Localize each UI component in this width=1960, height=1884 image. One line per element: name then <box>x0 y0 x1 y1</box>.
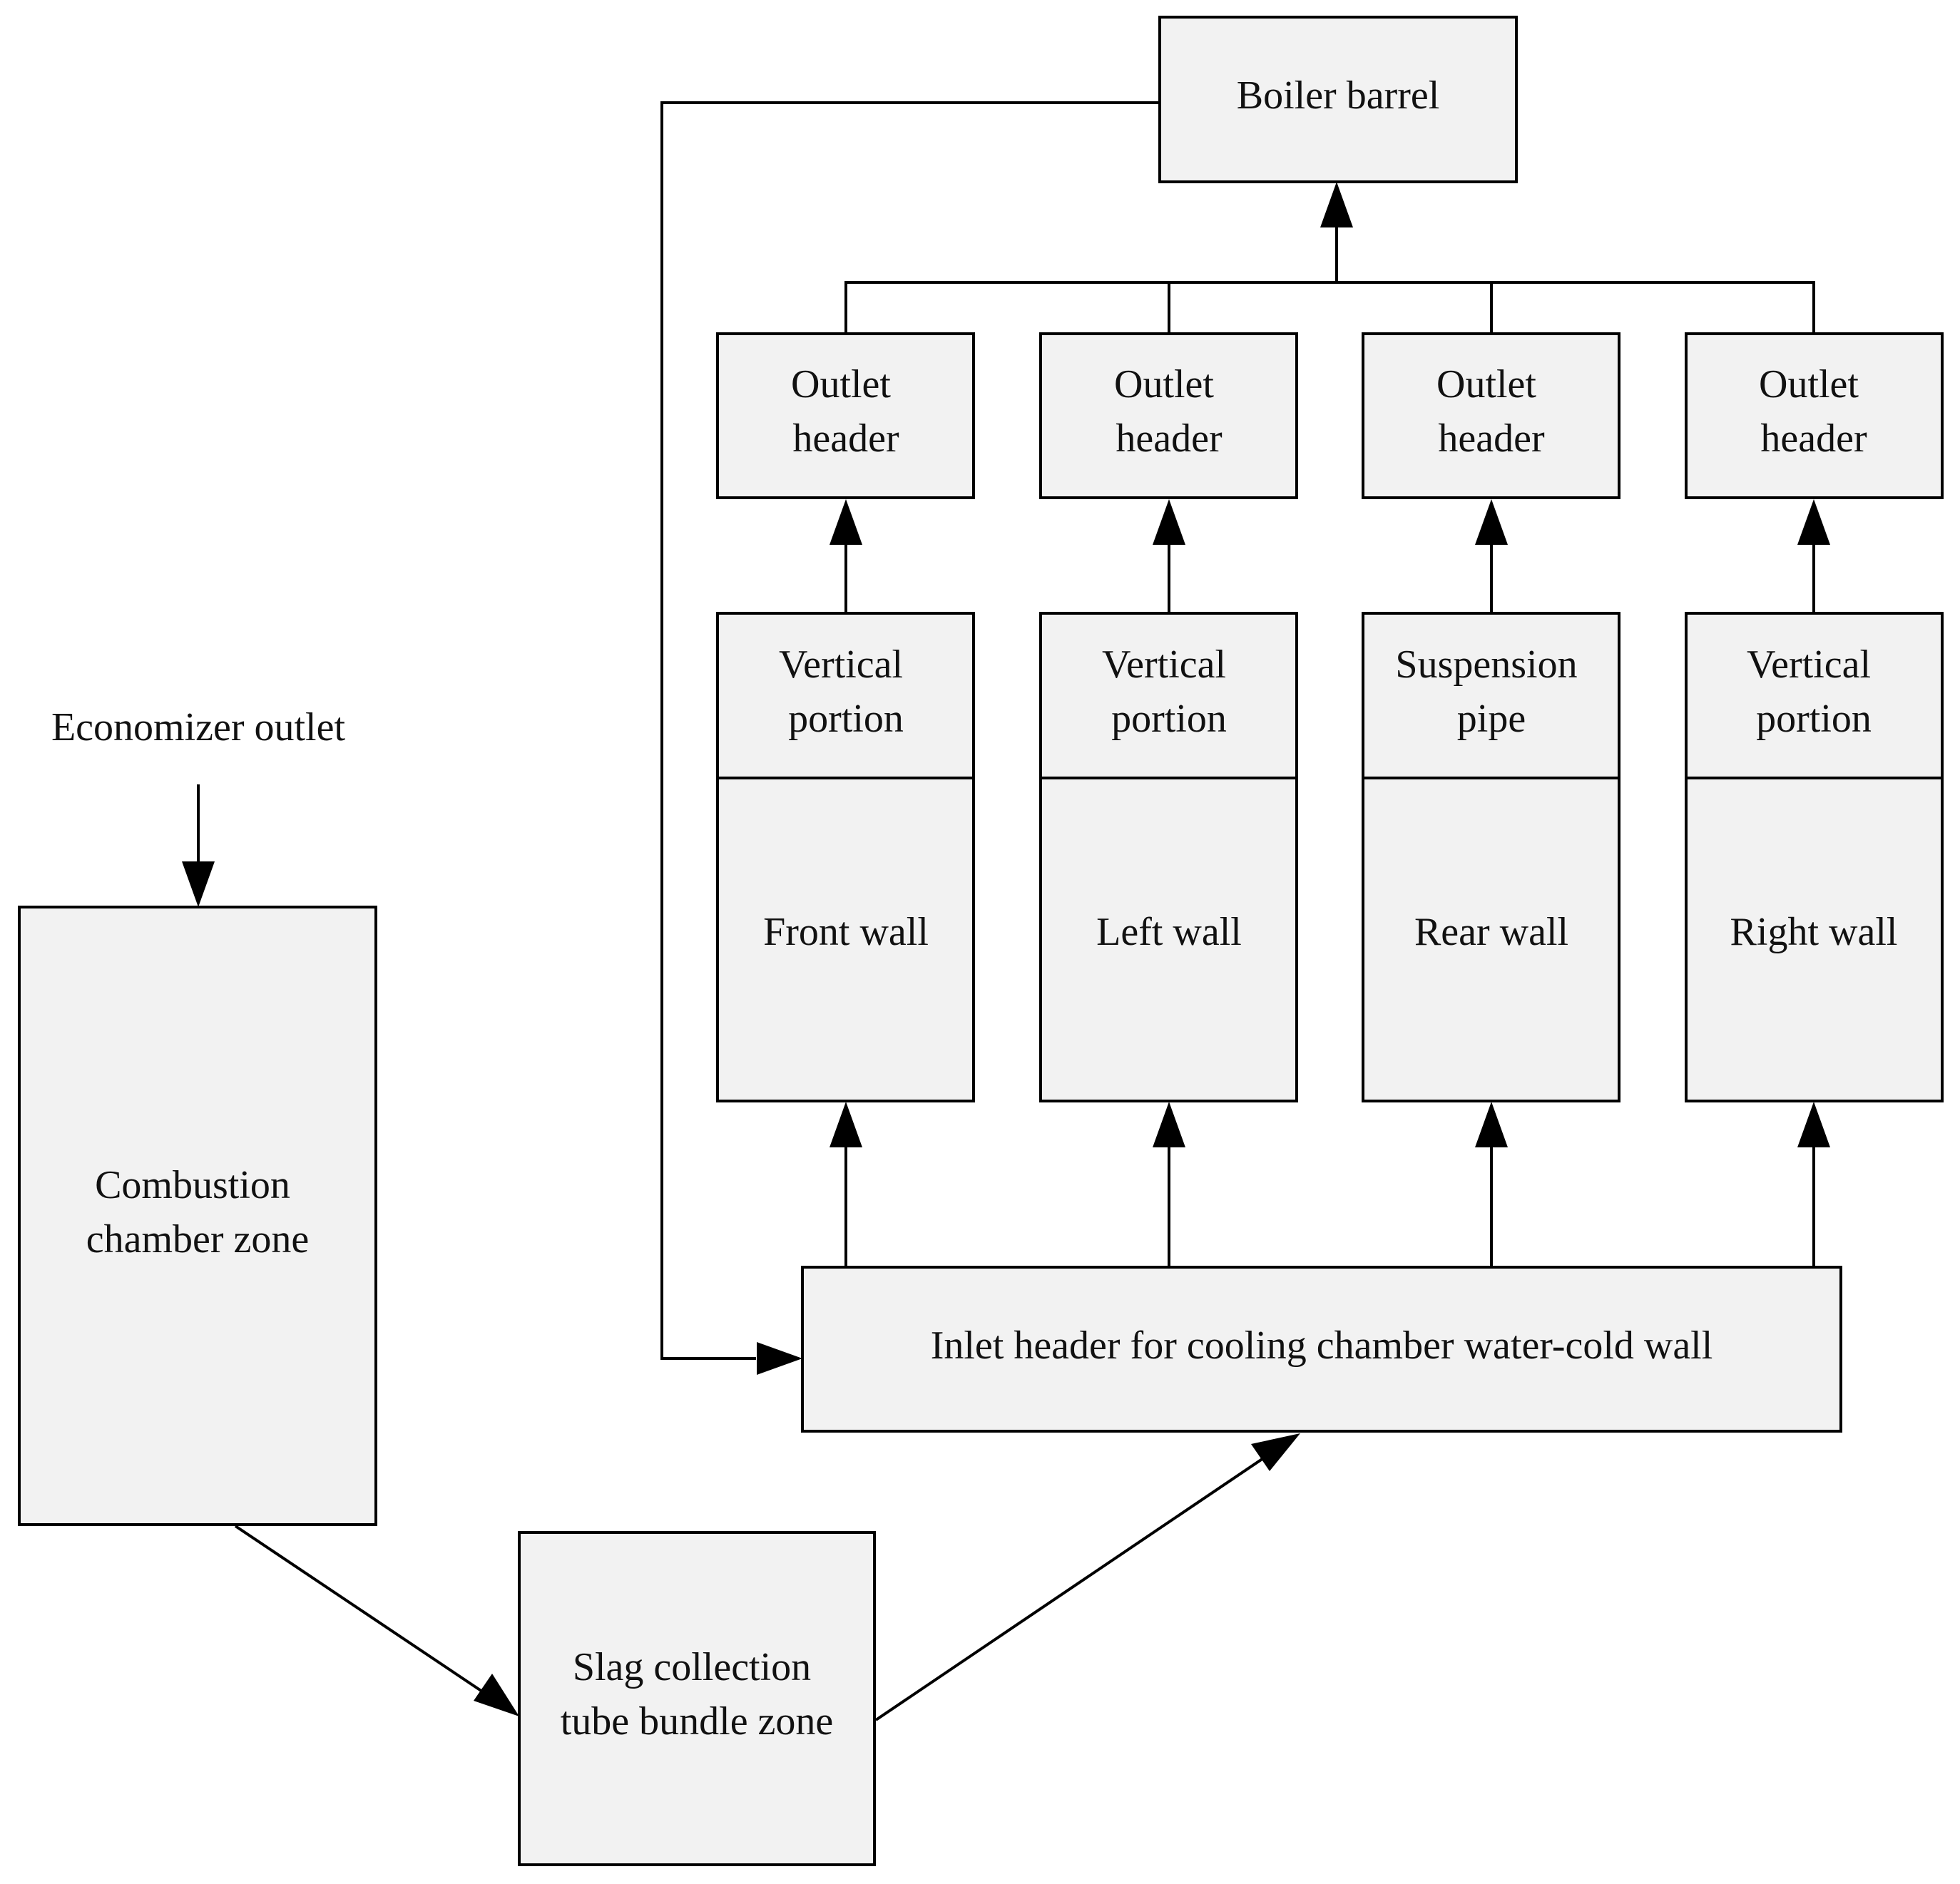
economizer-outlet-label: Economizer outlet <box>51 705 346 749</box>
outlet-header-box-2 <box>1039 332 1298 499</box>
inlet-to-wall-arrowhead-4 <box>1797 1102 1830 1147</box>
outlet-header-label-3-line-2: header <box>1438 416 1545 461</box>
upper-section-box-3 <box>1362 612 1620 779</box>
wall-box-1 <box>716 777 975 1102</box>
outlet-header-box-4 <box>1685 332 1944 499</box>
upper-section-label-3-line-2: pipe <box>1457 697 1526 741</box>
barrel-return-connector <box>660 101 1160 1360</box>
wall-label-4: Right wall <box>1730 910 1898 954</box>
outlet-header-label-2-line-2: header <box>1116 416 1223 461</box>
wall-to-outlet-arrowhead-4 <box>1797 499 1830 545</box>
outlet-manifold-connector <box>844 281 1815 334</box>
wall-label-2: Left wall <box>1096 910 1242 954</box>
manifold-to-barrel-arrowhead <box>1320 182 1353 227</box>
outlet-header-label-1-line-2: header <box>792 416 899 461</box>
boiler-barrel-label: Boiler barrel <box>1237 73 1440 118</box>
wall-box-4 <box>1685 777 1944 1102</box>
wall-box-2 <box>1039 777 1298 1102</box>
upper-section-label-4: Vertical portion <box>1747 642 1881 741</box>
upper-section-box-4 <box>1685 612 1944 779</box>
combustion-chamber-label-line-2: chamber zone <box>86 1217 309 1261</box>
combustion-to-slag-connector <box>234 1525 490 1697</box>
wall-label-3: Rear wall <box>1414 910 1568 954</box>
slag-collection-box <box>518 1531 876 1866</box>
slag-collection-label-line-1: Slag collection <box>573 1645 811 1689</box>
outlet-header-label-4: Outlet header <box>1759 362 1869 461</box>
slag-collection-label: Slag collection tube bundle zone <box>561 1645 834 1744</box>
inlet-to-wall-arrowhead-3 <box>1475 1102 1508 1147</box>
upper-section-box-1 <box>716 612 975 779</box>
wall-to-outlet-arrowhead-3 <box>1475 499 1508 545</box>
upper-section-label-1-line-2: portion <box>788 697 904 741</box>
inlet-header-label: Inlet header for cooling chamber water-c… <box>931 1324 1713 1368</box>
upper-section-label-3: Suspension pipe <box>1395 642 1587 741</box>
economizer-to-combustion-arrowhead <box>182 861 215 907</box>
combustion-chamber-box <box>18 906 377 1526</box>
upper-section-box-2 <box>1039 612 1298 779</box>
upper-section-label-2: Vertical portion <box>1102 642 1236 741</box>
combustion-chamber-label-line-1: Combustion <box>95 1163 290 1207</box>
upper-section-label-4-line-1: Vertical <box>1747 642 1871 687</box>
outlet-header-label-4-line-2: header <box>1760 416 1867 461</box>
upper-section-label-1-line-1: Vertical <box>779 642 903 687</box>
inlet-header-box <box>801 1266 1842 1433</box>
outlet-header-label-2: Outlet header <box>1114 362 1224 461</box>
upper-section-label-2-line-1: Vertical <box>1102 642 1226 687</box>
barrel-return-arrowhead <box>757 1342 802 1375</box>
slag-collection-label-line-2: tube bundle zone <box>561 1699 834 1744</box>
outlet-header-label-4-line-1: Outlet <box>1759 362 1859 406</box>
outlet-header-label-3-line-1: Outlet <box>1436 362 1536 406</box>
upper-section-label-3-line-1: Suspension <box>1395 642 1577 687</box>
inlet-to-wall-arrowhead-1 <box>830 1102 862 1147</box>
wall-to-outlet-arrowhead-1 <box>830 499 862 545</box>
outlet-header-box-1 <box>716 332 975 499</box>
outlet-header-label-1-line-1: Outlet <box>791 362 891 406</box>
upper-section-label-4-line-2: portion <box>1756 697 1872 741</box>
upper-section-label-1: Vertical portion <box>779 642 913 741</box>
combustion-chamber-label: Combustion chamber zone <box>86 1163 309 1261</box>
wall-label-1: Front wall <box>763 910 929 954</box>
wall-to-outlet-arrowhead-2 <box>1153 499 1185 545</box>
boiler-barrel-box <box>1158 16 1518 183</box>
outlet-header-label-1: Outlet header <box>791 362 901 461</box>
upper-section-label-2-line-2: portion <box>1111 697 1227 741</box>
combustion-to-slag-arrowhead <box>474 1674 519 1716</box>
outlet-header-label-2-line-1: Outlet <box>1114 362 1214 406</box>
inlet-to-wall-arrowhead-2 <box>1153 1102 1185 1147</box>
slag-to-inlet-header-arrowhead <box>1251 1433 1300 1471</box>
outlet-header-box-3 <box>1362 332 1620 499</box>
slag-to-inlet-header-connector <box>874 1453 1271 1721</box>
outlet-header-label-3: Outlet header <box>1436 362 1546 461</box>
wall-box-3 <box>1362 777 1620 1102</box>
